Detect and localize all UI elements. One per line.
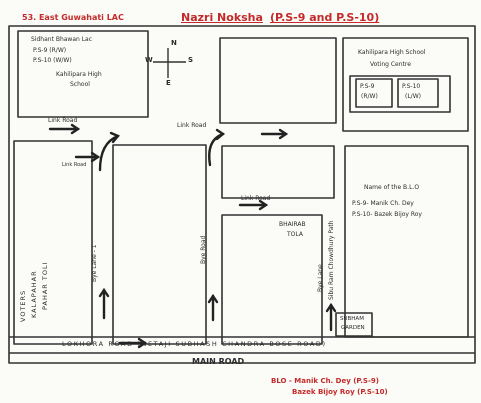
- footer-blo-line2: Bazek Bijoy Roy (P.S-10): [292, 388, 388, 396]
- block-top-center: [219, 37, 337, 124]
- voting-ps9-label: P.S-9: [360, 83, 375, 90]
- voting-centre-line2: Voting Centre: [370, 61, 411, 68]
- voting-centre-box: [349, 75, 451, 113]
- main-road-label: MAIN ROAD: [192, 357, 245, 366]
- ps-block-line2: P.S-9 (R/W): [33, 47, 67, 54]
- compass-east-bottom: E: [166, 79, 171, 87]
- compass-west-left: W: [145, 56, 153, 64]
- voting-cell-ps9: [355, 78, 393, 108]
- ps-block-line5: School: [70, 81, 90, 88]
- blo-box-line1: Name of the B.L.O: [364, 184, 420, 191]
- block-top-right: [342, 37, 469, 132]
- map-border: [8, 25, 476, 364]
- subham-garden-line1: SUBHAM: [340, 316, 364, 322]
- subham-garden-box: [335, 312, 373, 337]
- link-road-top-center-label: Link Road: [177, 122, 207, 129]
- ps-block-line4: Kahilipara High: [56, 71, 102, 78]
- subham-garden-line2: GARDEN: [341, 325, 365, 331]
- chowdhury-path-label: Sibu Ram Chowdhury Path: [328, 220, 335, 300]
- voters-area-line2: KALAPAHAR: [30, 270, 38, 318]
- voters-area-line3: PAHAR TOLI: [41, 261, 49, 311]
- link-road-short-label: Link Road: [62, 162, 87, 168]
- compass-south-right: S: [188, 56, 194, 64]
- voting-cell-ps10: [397, 78, 439, 108]
- map-title: Nazri Noksha: [181, 11, 263, 24]
- link-road-middle-label: Link Road: [241, 195, 271, 202]
- compass-north: N: [171, 39, 177, 47]
- voting-ps10-sub: (L/W): [405, 93, 421, 100]
- blo-box-line3: P.S-10- Bazek Bijoy Roy: [352, 211, 422, 218]
- bye-lane-right-label: Bye Lane: [317, 264, 324, 292]
- block-left-center: [112, 144, 207, 345]
- block-top-left: [17, 30, 149, 118]
- block-center-lower: [221, 214, 323, 345]
- voting-centre-line1: Kahilipara High School: [358, 49, 426, 56]
- link-road-top-left-label: Link Road: [48, 117, 78, 124]
- bye-lane-1-label: Bye Lane - 1: [91, 244, 98, 282]
- block-left-strip: [13, 140, 93, 345]
- voting-ps9-sub: (R/W): [361, 93, 378, 100]
- ps-block-line1: Sidhant Bhawan Lac: [31, 36, 93, 43]
- blo-box-line2: P.S-9- Manik Ch. Dey: [352, 200, 414, 207]
- lokhora-road-label: LOKHORA ROAD (NETAJI SUBHASH CHANDRA BOS…: [62, 340, 327, 348]
- voting-ps10-label: P.S-10: [402, 83, 421, 90]
- lac-label: 53. East Guwahati LAC: [22, 13, 124, 22]
- footer-blo-line1: BLO - Manik Ch. Dey (P.S-9): [271, 377, 379, 385]
- map-title-ps: (P.S-9 and P.S-10): [270, 11, 380, 24]
- voters-area-line1: VOTERS: [19, 289, 27, 322]
- direction-arrows: [48, 123, 337, 349]
- block-center-upper: [221, 145, 335, 199]
- ps-block-line3: P.S-10 (W/W): [33, 57, 72, 64]
- bye-road-label: Bye Road: [200, 235, 207, 264]
- block-right-lower: [344, 145, 469, 338]
- bhairab-tola-line1: BHAIRAB: [279, 221, 306, 228]
- compass-rose: [153, 48, 186, 78]
- bhairab-tola-line2: TOLA: [287, 231, 303, 238]
